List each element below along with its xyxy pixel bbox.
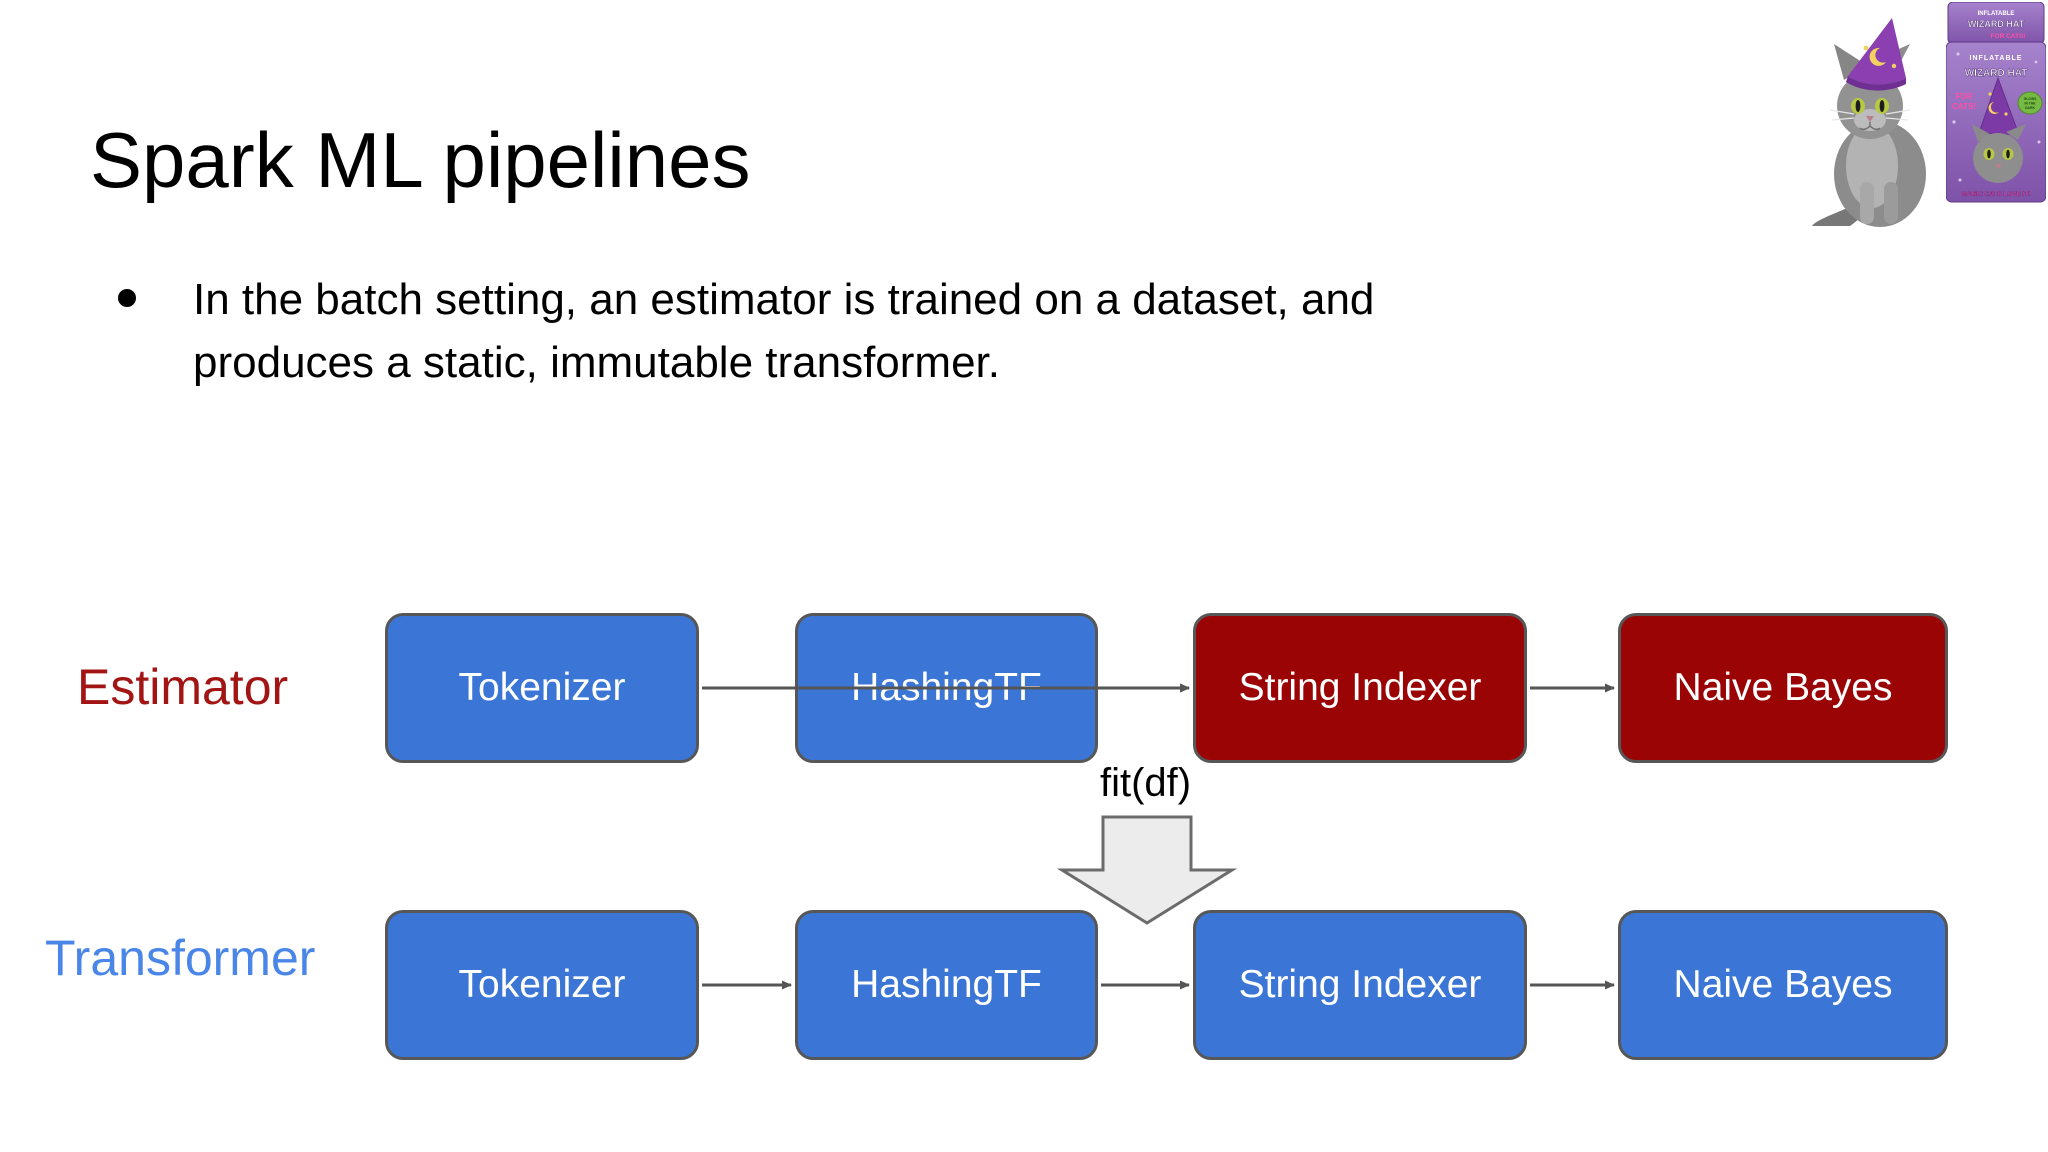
inflatable-wizard-hat-package: INFLATABLE WIZARD HAT FOR CATS! INFLATAB… (1946, 2, 2046, 203)
star-icon (2004, 112, 2008, 116)
bullet-text-line-2: produces a static, immutable transformer… (193, 338, 1000, 387)
package-cat-head (1973, 133, 2023, 183)
cat-leg (1860, 182, 1874, 224)
package-header-line1: INFLATABLE (1978, 11, 2015, 17)
package-for: FOR (1956, 92, 1973, 101)
cat-leg (1884, 182, 1898, 224)
package-cat-pupil (2006, 149, 2010, 159)
fit-down-block-arrow-icon (1056, 815, 1238, 925)
cat-nose (1866, 116, 1874, 122)
sparkle-icon (1958, 178, 1962, 182)
stage-box-string-indexer-estimator: String Indexer (1193, 613, 1527, 763)
star-icon (1891, 63, 1897, 69)
package-header-line2: WIZARD HAT (1968, 19, 2025, 29)
package-badge (2017, 91, 2043, 115)
sparkle-icon (1956, 52, 1960, 56)
stage-box-hashingtf-estimator: HashingTF (795, 613, 1098, 763)
wizard-hat-icon (1848, 18, 1906, 85)
package-badge-line3: DARK (2025, 106, 2035, 110)
fit-df-label: fit(df) (1100, 761, 1192, 805)
stage-box-naive-bayes-estimator: Naive Bayes (1618, 613, 1948, 763)
bullet-text: In the batch setting, an estimator is tr… (193, 268, 1374, 394)
stage-box-tokenizer-estimator: Tokenizer (385, 613, 699, 763)
row-label-transformer: Transformer (45, 930, 316, 986)
package-cat-pupil (1987, 149, 1991, 159)
stage-box-tokenizer-transformer: Tokenizer (385, 910, 699, 1060)
package-main-line2: WIZARD HAT (1965, 68, 2028, 79)
wizard-hat-brim (1846, 76, 1906, 91)
star-icon (1863, 45, 1869, 51)
package-moon-icon (1988, 102, 1999, 114)
cat-pupil (1855, 100, 1861, 112)
package-tagline: MAGIC CATS LOVE IT! (1962, 191, 2031, 198)
row-label-estimator: Estimator (77, 659, 289, 715)
cat-whiskers (1829, 109, 1911, 121)
bullet-text-line-1: In the batch setting, an estimator is tr… (193, 275, 1375, 324)
package-cats: CATS! (1952, 102, 1976, 111)
sparkle-icon (2034, 60, 2038, 64)
sparkle-icon (1952, 120, 1956, 124)
package-badge-line2: IN THE (2024, 102, 2036, 106)
cat-mouth (1859, 122, 1881, 131)
page-title: Spark ML pipelines (90, 116, 751, 204)
stage-box-string-indexer-transformer: String Indexer (1193, 910, 1527, 1060)
bullet-marker (118, 289, 136, 307)
sparkle-icon (2037, 140, 2041, 144)
cat-wearing-wizard-hat-photo (1812, 18, 1926, 227)
cat-ear (1834, 44, 1868, 80)
package-cat-ear (1972, 124, 1990, 142)
stage-box-hashingtf-transformer: HashingTF (795, 910, 1098, 1060)
package-cat-nose (1995, 164, 2002, 169)
moon-icon (1869, 47, 1886, 66)
package-badge-line1: GLOWS (2024, 97, 2038, 101)
cat-pupil (1879, 100, 1885, 112)
package-cat-ear (2006, 124, 2026, 140)
package-header-for-cats: FOR CATS! (1991, 33, 2026, 40)
package-main-line1: INFLATABLE (1970, 55, 2023, 62)
star-icon (1988, 92, 1992, 96)
stage-box-naive-bayes-transformer: Naive Bayes (1618, 910, 1948, 1060)
